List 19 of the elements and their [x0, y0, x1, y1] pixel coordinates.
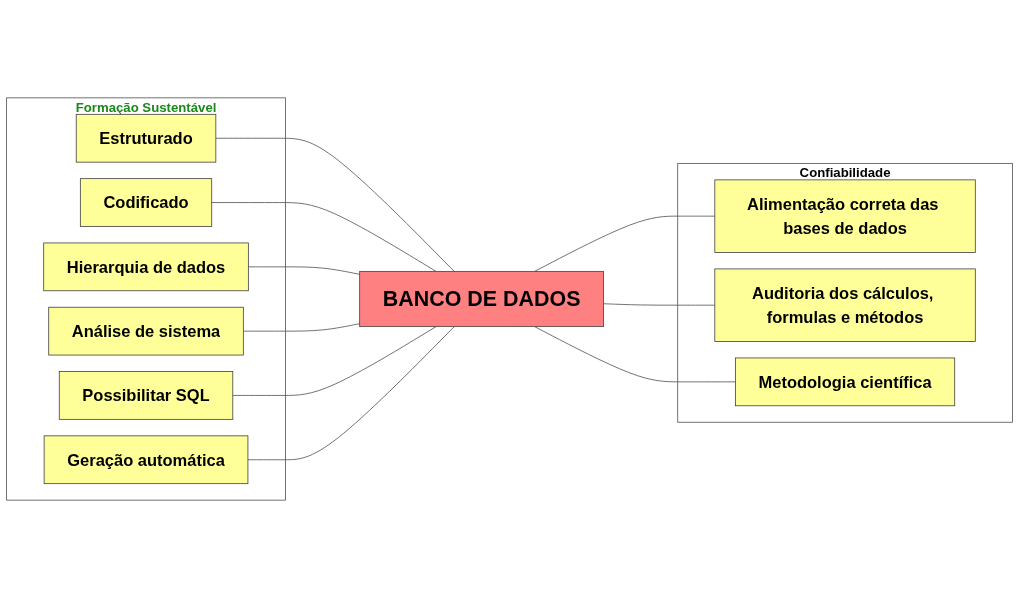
node-box: Geração automática	[43, 435, 249, 485]
connector	[534, 326, 736, 383]
node-box: Alimentação correta das bases de dados	[714, 179, 976, 253]
connector	[232, 326, 437, 396]
connector	[534, 215, 716, 272]
node-box: Possibilitar SQL	[58, 371, 234, 420]
node-box: Análise de sistema	[48, 306, 244, 356]
connector	[215, 137, 455, 272]
connector	[247, 326, 455, 461]
connector	[242, 323, 361, 332]
node-box: Codificado	[79, 178, 213, 227]
node-box: Metodologia científica	[735, 357, 956, 407]
node-box: Hierarquia de dados	[43, 242, 249, 292]
node-box: Estruturado	[75, 113, 217, 163]
connector	[247, 266, 361, 275]
connector	[211, 202, 437, 272]
connector	[603, 303, 716, 306]
node-box: BANCO DE DADOS	[359, 270, 604, 328]
node-box: Auditoria dos cálculos, formulas e métodos	[714, 268, 976, 342]
